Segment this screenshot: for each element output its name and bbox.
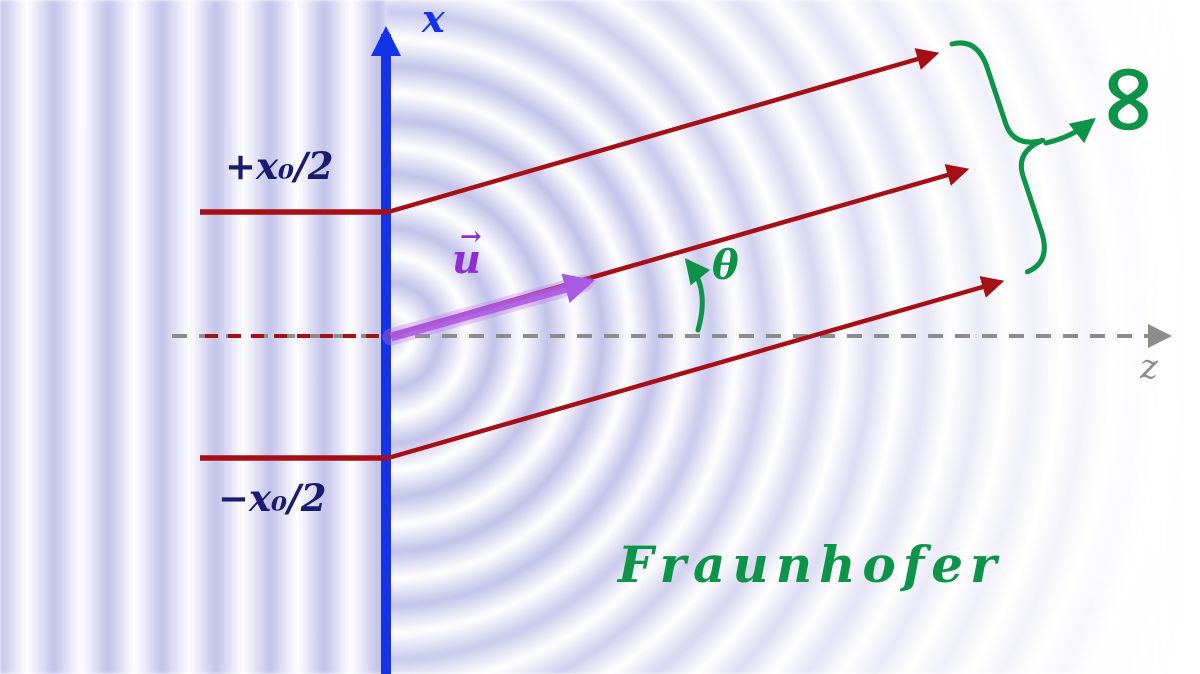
- field-vector-label: → u: [452, 224, 482, 280]
- ray-bottom: [387, 276, 1005, 461]
- slit-bottom-label: −x₀/2: [218, 476, 327, 520]
- x-axis-label: x: [422, 0, 445, 41]
- field-vector-base: u: [452, 236, 482, 283]
- z-axis-label: z: [1140, 347, 1158, 387]
- theta-angle-arc: [684, 258, 711, 333]
- to-infinity-arrow: [1043, 117, 1096, 146]
- ray-top: [387, 48, 940, 215]
- brace-icon: [949, 40, 1047, 275]
- infinity-symbol: ∞: [1077, 59, 1188, 140]
- u-vector-arrow: [389, 273, 595, 342]
- slit-top-label: +x₀/2: [225, 144, 334, 188]
- theta-label: θ: [712, 242, 739, 289]
- fraunhofer-caption: Fraunhofer: [618, 535, 1004, 594]
- vector-hat-arrow: →: [460, 222, 482, 252]
